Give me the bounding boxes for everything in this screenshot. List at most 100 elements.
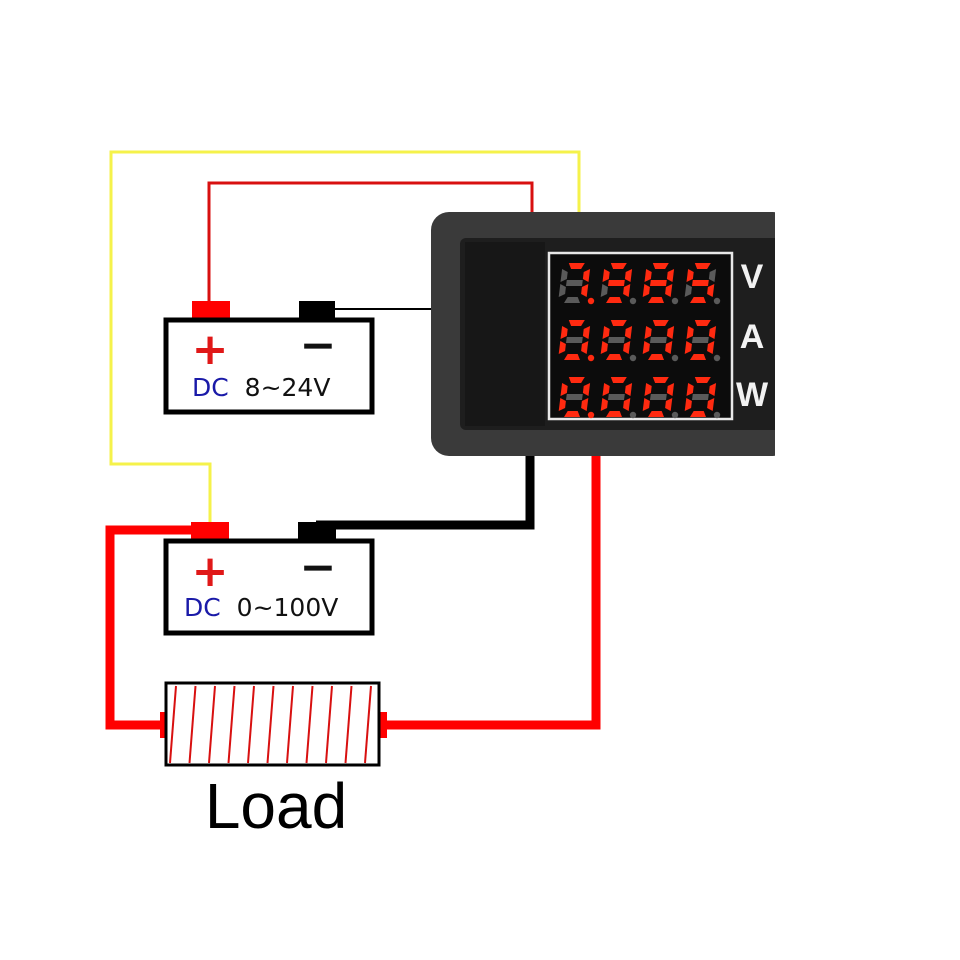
segment-c xyxy=(623,341,631,354)
meter-digits xyxy=(558,263,721,419)
decimal-point xyxy=(713,354,721,362)
segment-d xyxy=(564,411,580,417)
segment-g xyxy=(608,394,625,400)
segment-f xyxy=(644,326,652,339)
segment-d xyxy=(690,297,706,303)
supply-range: 8~24V xyxy=(245,373,331,402)
supply-dc-prefix: DC xyxy=(192,373,229,402)
load-right-cap xyxy=(379,712,387,738)
segment-c xyxy=(665,341,673,354)
segment-d xyxy=(648,354,664,360)
segment-d xyxy=(564,354,580,360)
segment-a xyxy=(652,377,669,383)
segment-g xyxy=(566,337,583,343)
segment-a xyxy=(568,263,585,269)
coil-stripe xyxy=(266,685,275,764)
load-left-cap xyxy=(160,712,168,738)
seven-segment-digit xyxy=(684,320,721,362)
supply-battery-body xyxy=(163,317,375,415)
segment-g xyxy=(692,337,709,343)
segment-e xyxy=(642,341,650,354)
seven-segment-digit xyxy=(600,320,637,362)
decimal-point xyxy=(587,411,595,419)
seven-segment-digit xyxy=(642,377,679,419)
decimal-point xyxy=(629,297,637,305)
supply-positive-wire xyxy=(207,181,534,302)
source-battery-body xyxy=(163,538,375,636)
segment-d xyxy=(648,411,664,417)
unit-label-a: A xyxy=(740,318,765,356)
segment-c xyxy=(623,284,631,297)
segment-b xyxy=(624,326,633,339)
right-crop-mask xyxy=(775,200,960,470)
segment-f xyxy=(560,383,568,396)
segment-e xyxy=(642,398,650,411)
decimal-point xyxy=(629,354,637,362)
segment-g xyxy=(650,337,667,343)
decimal-point xyxy=(671,297,679,305)
segment-d xyxy=(690,411,706,417)
segment-c xyxy=(707,341,715,354)
source-dc-prefix: DC xyxy=(184,593,221,622)
segment-e xyxy=(558,398,566,411)
coil-stripe xyxy=(364,685,372,764)
supply-minus-symbol: − xyxy=(300,320,337,371)
segment-b xyxy=(666,269,675,282)
segment-a xyxy=(694,320,711,326)
coil-stripe xyxy=(344,685,353,764)
segment-e xyxy=(642,284,650,297)
segment-b xyxy=(624,269,633,282)
segment-a xyxy=(652,263,669,269)
coil-stripe xyxy=(188,685,197,764)
segment-a xyxy=(610,377,627,383)
segment-f xyxy=(686,269,694,282)
segment-a xyxy=(568,320,585,326)
segment-e xyxy=(684,398,692,411)
segment-g xyxy=(608,280,625,286)
meter-side-panel xyxy=(465,242,545,426)
segment-c xyxy=(581,341,589,354)
decimal-point xyxy=(587,297,595,305)
segment-g xyxy=(650,394,667,400)
source-battery: + − DC 0~100V xyxy=(163,522,375,636)
segment-b xyxy=(708,269,717,282)
supply-battery: + − DC 8~24V xyxy=(163,301,375,415)
segment-f xyxy=(644,383,652,396)
coil-stripe xyxy=(247,685,255,764)
segment-b xyxy=(708,326,717,339)
segment-f xyxy=(602,326,610,339)
seven-segment-digit xyxy=(684,263,721,305)
segment-d xyxy=(606,354,622,360)
segment-f xyxy=(602,383,610,396)
segment-e xyxy=(600,398,608,411)
segment-b xyxy=(582,383,591,396)
source-positive-terminal xyxy=(191,522,229,541)
segment-d xyxy=(606,411,622,417)
source-label: DC 0~100V xyxy=(184,593,338,622)
seven-segment-digit xyxy=(684,377,721,419)
supply-positive-terminal xyxy=(192,301,230,320)
decimal-point xyxy=(713,297,721,305)
segment-a xyxy=(568,377,585,383)
decimal-point xyxy=(629,411,637,419)
source-negative-terminal xyxy=(298,522,336,541)
segment-d xyxy=(690,354,706,360)
segment-f xyxy=(602,269,610,282)
coil-stripe xyxy=(325,685,333,764)
segment-a xyxy=(694,377,711,383)
segment-c xyxy=(707,284,715,297)
segment-f xyxy=(686,383,694,396)
segment-e xyxy=(558,341,566,354)
segment-c xyxy=(707,398,715,411)
segment-c xyxy=(623,398,631,411)
segment-g xyxy=(566,280,583,286)
decimal-point xyxy=(713,411,721,419)
coil-stripe xyxy=(208,685,216,764)
seven-segment-digit xyxy=(558,377,595,419)
segment-b xyxy=(666,383,675,396)
segment-c xyxy=(665,284,673,297)
segment-c xyxy=(581,284,589,297)
load-resistor: Load xyxy=(160,681,387,842)
segment-e xyxy=(684,341,692,354)
